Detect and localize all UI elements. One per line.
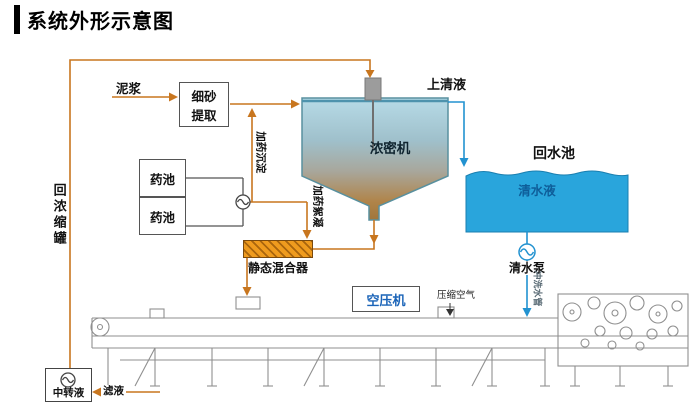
static-mixer-label: 静态混合器 xyxy=(247,261,308,275)
chem-pump-icon xyxy=(235,194,251,210)
air-compressor-label: 空压机 xyxy=(366,292,406,308)
transfer-pump-icon xyxy=(60,372,76,388)
clear-water-label: 清水液 xyxy=(518,184,556,198)
dose-settling-label: 加药沉淀 xyxy=(254,131,267,174)
chem-pool-a-box: 药池 xyxy=(139,159,186,197)
chem-pool-a-label: 药池 xyxy=(149,172,175,187)
transfer-tank-box: 中转液 xyxy=(45,368,92,402)
filtrate-label: 滤液 xyxy=(101,385,126,398)
compressed-air-label: 压缩空气 xyxy=(437,290,476,301)
sand-extractor-box: 细砂 提取 xyxy=(179,82,229,127)
dose-flocculation-label: 加药絮凝 xyxy=(311,185,324,228)
chem-pool-b-label: 药池 xyxy=(149,210,175,225)
thickener-label: 浓密机 xyxy=(369,141,411,156)
slurry-lines xyxy=(69,59,375,393)
flush-pipe-label: 冲洗水管 xyxy=(532,270,543,307)
clear-water-pump-icon xyxy=(518,243,536,261)
supernatant-label: 上清液 xyxy=(427,77,467,92)
water-arrows xyxy=(459,158,532,317)
return-to-thickener-label: 回浓缩罐 xyxy=(51,183,67,247)
static-mixer-shape xyxy=(243,240,313,258)
return-pool-tank xyxy=(465,170,629,233)
thickener-tank xyxy=(301,77,449,221)
sand-extractor-label-line2: 提取 xyxy=(191,108,217,123)
clear-water-pump-label: 清水泵 xyxy=(502,261,552,276)
chem-connectors xyxy=(186,177,244,227)
slurry-arrows xyxy=(92,70,379,397)
sand-extractor-label-line1: 细砂 xyxy=(191,89,217,104)
mud-label: 泥浆 xyxy=(116,82,142,96)
transfer-liquid-label: 中转液 xyxy=(52,387,85,399)
page-title: 系统外形示意图 xyxy=(14,5,174,34)
chem-pool-b-box: 药池 xyxy=(139,197,186,235)
return-pool-label: 回水池 xyxy=(533,145,575,161)
compressed-air-line xyxy=(446,303,454,316)
belt-press-machine xyxy=(90,293,689,387)
air-compressor-box: 空压机 xyxy=(352,286,420,312)
thickener-motor xyxy=(364,77,382,101)
